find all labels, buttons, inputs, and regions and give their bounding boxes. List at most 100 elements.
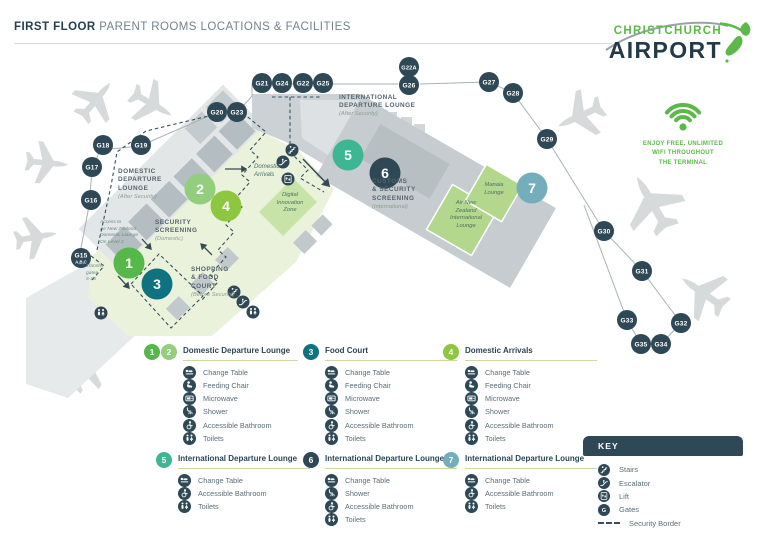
gate-marker-g22: G22 — [293, 73, 313, 93]
facility-item-label: Toilets — [345, 515, 366, 525]
facility-item-label: Accessible Bathroom — [198, 489, 267, 499]
facility-item: Accessible Bathroom — [465, 487, 597, 500]
facility-item-label: Shower — [345, 407, 370, 417]
gate-marker-g35: G35 — [631, 334, 651, 354]
gate-marker-g16: G16 — [81, 190, 101, 210]
gate-marker-g23: G23 — [227, 102, 247, 122]
svg-text:G35: G35 — [634, 341, 647, 348]
gate-marker-g30: G30 — [594, 221, 614, 241]
svg-text:G21: G21 — [255, 80, 268, 87]
svg-text:G32: G32 — [674, 320, 687, 327]
facility-item-label: Change Table — [203, 367, 248, 377]
key-title: KEY — [583, 436, 743, 456]
page-title-rest: PARENT ROOMS LOCATIONS & FACILITIES — [99, 21, 351, 33]
security-border — [85, 96, 325, 329]
accessible-icon — [325, 500, 338, 513]
svg-text:G24: G24 — [275, 80, 288, 87]
change-table-icon — [325, 474, 338, 487]
shower-icon — [325, 405, 338, 418]
facility-item-label: Toilets — [485, 433, 506, 443]
gate-marker-g17: G17 — [82, 157, 102, 177]
facility-item: Feeding Chair — [325, 379, 457, 392]
gate-marker-g28: G28 — [503, 83, 523, 103]
svg-text:G33: G33 — [620, 317, 633, 324]
facility-item-label: Shower — [345, 489, 370, 499]
svg-text:4: 4 — [222, 198, 230, 214]
facility-item-label: Feeding Chair — [345, 381, 391, 391]
accessible-icon — [465, 487, 478, 500]
stairs-icon — [598, 464, 610, 476]
facility-item-label: Accessible Bathroom — [203, 420, 272, 430]
facility-item-label: Microwave — [203, 394, 238, 404]
room-marker-3: 3 — [141, 268, 173, 300]
room-marker-4: 4 — [210, 190, 242, 222]
facility-item: Shower — [183, 405, 298, 418]
key-item: Security Border — [598, 517, 743, 530]
feeding-chair-icon — [465, 379, 478, 392]
gate-marker-g18: G18 — [93, 135, 113, 155]
facility-item-label: Change Table — [485, 367, 530, 377]
facility-item: Shower — [325, 487, 457, 500]
svg-text:G15: G15 — [74, 252, 87, 259]
room-marker-6: 6 — [369, 157, 401, 189]
facility-item-label: Toilets — [485, 502, 506, 512]
wifi-icon — [664, 102, 702, 131]
facility-item: Change Table — [178, 474, 310, 487]
microwave-icon — [465, 392, 478, 405]
facility-item: Change Table — [465, 366, 597, 379]
svg-text:G22: G22 — [296, 80, 309, 87]
airport-logo: CHRISTCHURCH AIRPORT — [602, 14, 758, 68]
airplane-icon — [10, 212, 61, 262]
airplane-icon — [63, 68, 128, 133]
stairs-icon — [285, 143, 299, 157]
svg-text:G22A: G22A — [401, 65, 416, 71]
microwave-icon — [325, 392, 338, 405]
facility-group-title: International Departure Lounge — [465, 452, 597, 469]
svg-text:G23: G23 — [230, 109, 243, 116]
change-table-icon — [183, 366, 196, 379]
feeding-chair-icon — [183, 379, 196, 392]
svg-text:7: 7 — [528, 180, 536, 196]
facility-item-label: Accessible Bathroom — [345, 420, 414, 430]
security-border-icon — [598, 522, 620, 525]
svg-text:G27: G27 — [482, 79, 495, 86]
facility-item-label: Toilets — [345, 433, 366, 443]
svg-text:G26: G26 — [402, 82, 415, 89]
facility-item: Accessible Bathroom — [325, 419, 457, 432]
toilets-icon — [465, 500, 478, 513]
change-table-icon — [465, 474, 478, 487]
svg-text:G34: G34 — [654, 341, 667, 348]
toilets-icon — [178, 500, 191, 513]
logo-airport: AIRPORT — [608, 36, 722, 63]
lift-icon — [281, 172, 295, 186]
flow-arrows — [117, 158, 331, 289]
facility-group-title: Domestic Departure Lounge — [183, 344, 298, 361]
accessible-icon — [325, 419, 338, 432]
stairs-icon — [227, 285, 241, 299]
facility-item: Toilets — [325, 513, 457, 526]
airplane-icon — [548, 83, 613, 148]
toilets-icon — [465, 432, 478, 445]
facility-group-title: Domestic Arrivals — [465, 344, 597, 361]
room-badge-7: 7 — [443, 452, 459, 468]
gate-marker-g26: G26 — [399, 75, 419, 95]
svg-text:3: 3 — [153, 276, 161, 292]
svg-text:6: 6 — [381, 165, 389, 181]
page-title: FIRST FLOOR PARENT ROOMS LOCATIONS & FAC… — [14, 21, 351, 33]
facility-group-title: International Departure Lounge — [178, 452, 310, 469]
facility-item-label: Feeding Chair — [203, 381, 249, 391]
shower-icon — [325, 487, 338, 500]
svg-text:G28: G28 — [506, 90, 519, 97]
facility-item-label: Microwave — [345, 394, 380, 404]
svg-text:G31: G31 — [635, 268, 648, 275]
facility-item: Change Table — [183, 366, 298, 379]
toilets-icon — [183, 432, 196, 445]
key-item: Lift — [598, 490, 743, 503]
change-table-icon — [325, 366, 338, 379]
facility-item-label: Feeding Chair — [485, 381, 531, 391]
svg-text:G17: G17 — [85, 164, 98, 171]
